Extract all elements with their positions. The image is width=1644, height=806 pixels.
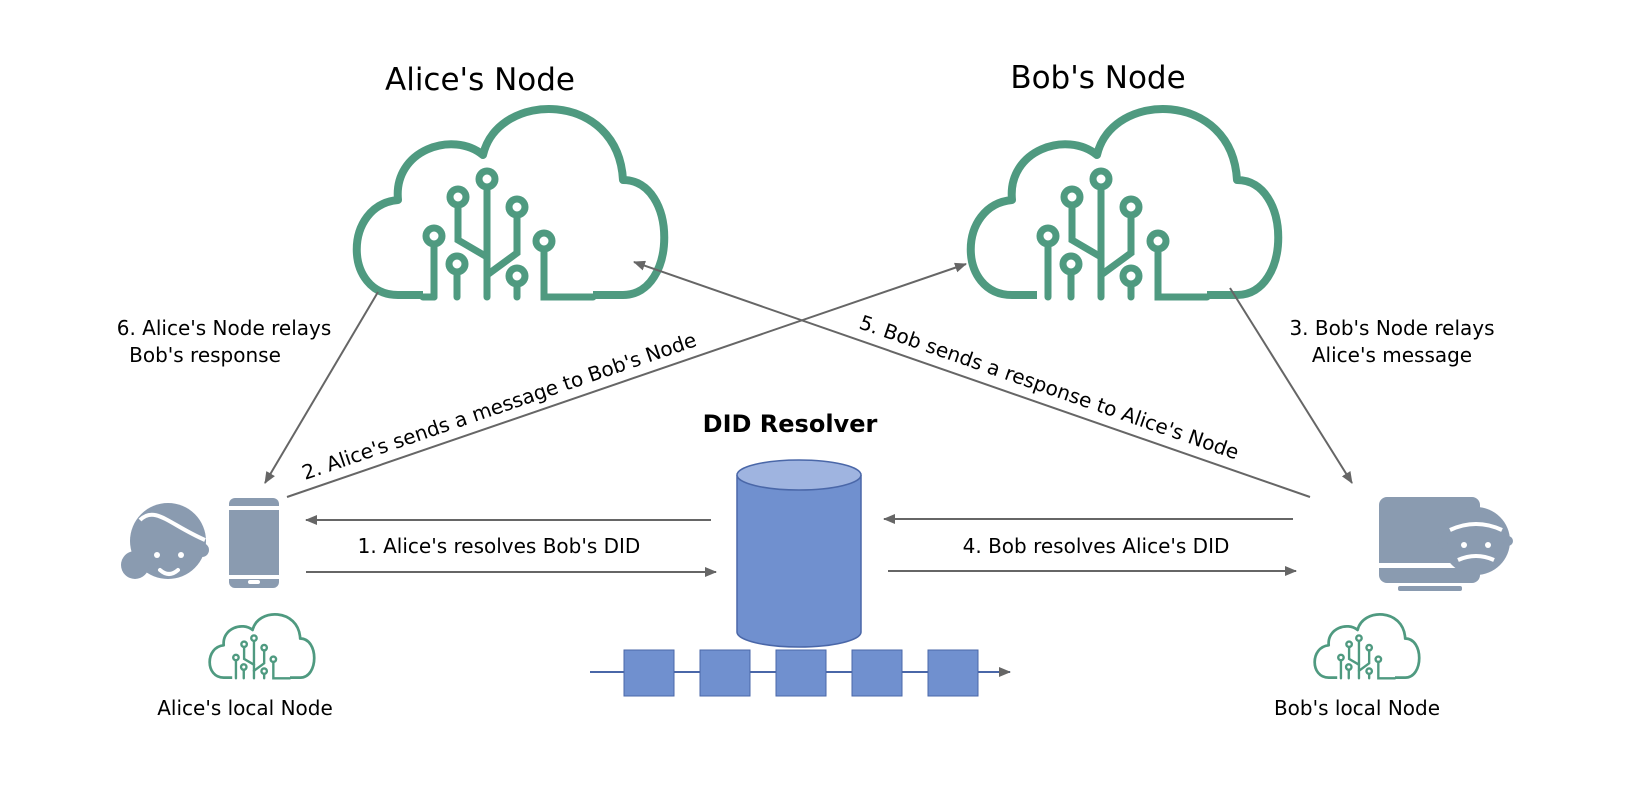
step2-label: 2. Alice's sends a message to Bob's Node [299, 328, 700, 485]
step6-label-line2: Bob's response [129, 343, 281, 367]
block-4 [851, 649, 903, 697]
did-resolver-database-icon[interactable] [736, 459, 862, 648]
step5-label: 5. Bob sends a response to Alice's Node [856, 310, 1242, 464]
arrow-step6 [264, 291, 379, 484]
block-2 [699, 649, 751, 697]
step1-label: 1. Alice's resolves Bob's DID [358, 534, 641, 558]
step4-label: 4. Bob resolves Alice's DID [963, 534, 1230, 558]
step3-label-line1: 3. Bob's Node relays [1289, 316, 1494, 340]
arrow-step3 [1229, 287, 1353, 484]
arrow-step5 [633, 260, 1311, 498]
bob-avatar-icon[interactable] [1438, 507, 1513, 575]
bob-node-title: Bob's Node [1010, 60, 1185, 96]
alice-local-node-cloud-icon[interactable] [208, 613, 316, 680]
bob-node-cloud-icon[interactable] [966, 105, 1283, 301]
blockchain-icon [590, 649, 1011, 697]
alice-node-title: Alice's Node [385, 62, 575, 98]
step3-label-line2: Alice's message [1312, 343, 1472, 367]
block-5 [927, 649, 979, 697]
step6-label-line1: 6. Alice's Node relays [117, 316, 332, 340]
alice-local-node-label: Alice's local Node [157, 696, 333, 720]
arrow-step2 [286, 262, 967, 498]
alice-phone-icon[interactable] [229, 498, 279, 588]
bob-local-node-label: Bob's local Node [1274, 696, 1440, 720]
alice-avatar-icon[interactable] [121, 503, 209, 579]
block-3 [775, 649, 827, 697]
alice-node-cloud-icon[interactable] [352, 105, 669, 301]
did-resolver-title: DID Resolver [703, 410, 878, 438]
bob-local-node-cloud-icon[interactable] [1313, 613, 1421, 680]
block-1 [623, 649, 675, 697]
